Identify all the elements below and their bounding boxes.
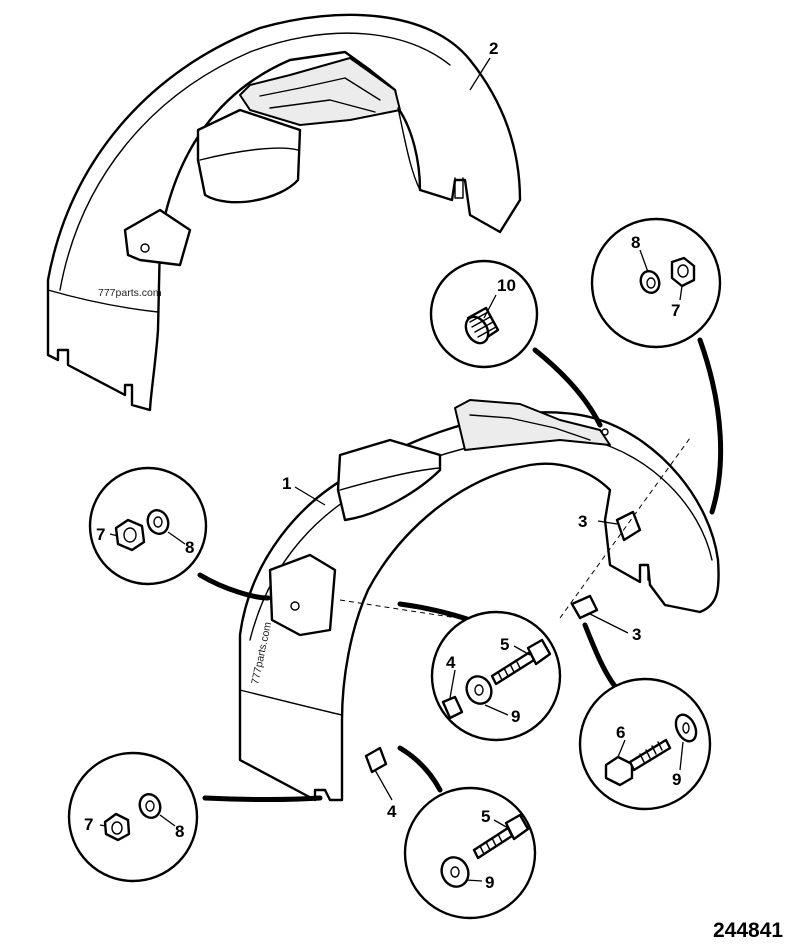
spacer-lower-left [364,746,388,774]
heavy-leader-right [582,622,621,693]
watermark-upper: 777parts.com [98,287,162,299]
heavy-leader-mid [397,601,473,623]
callout-2: 2 [489,39,498,58]
callout-10: 10 [497,276,516,295]
detail-circle-mid [430,610,562,742]
heavy-leader-bottom [397,745,443,793]
detail-circle-left [88,466,208,586]
leader-part-4-lower [374,769,393,801]
callout-7-top-right: 7 [671,301,680,320]
callout-4-mid: 4 [446,653,456,672]
spacer-right-lower [570,594,599,620]
heavy-leader-bottom-left [202,795,323,802]
callout-6-right: 6 [616,723,625,742]
mudguard-lower [238,399,720,802]
leader-part-3-lower [589,613,629,634]
leader-part-2 [469,57,491,91]
spacer-right-upper [615,510,642,542]
callout-5-mid: 5 [500,635,509,654]
callout-3-lower: 3 [632,625,641,644]
mudguard-upper [46,13,522,412]
detail-circle-insert [429,259,539,369]
drawing-number: 244841 [713,919,783,942]
callout-8-left: 8 [185,538,194,557]
callout-1: 1 [282,474,291,493]
callout-8-bottom-left: 8 [175,822,184,841]
callout-9-bottom: 9 [485,873,494,892]
heavy-leader-insert [532,347,603,428]
callout-9-mid: 9 [511,707,520,726]
heavy-leader-left [197,572,271,601]
callout-7-left: 7 [96,525,105,544]
detail-circle-top-right [590,217,722,349]
dashed-axis-mid [339,599,471,621]
detail-circle-bottom-left [67,751,199,883]
callout-9-right: 9 [672,770,681,789]
callout-7-bottom-left: 7 [84,815,93,834]
callout-5-bottom: 5 [481,807,490,826]
callout-4-lower: 4 [387,802,397,821]
dashed-axis-right [559,437,691,619]
callout-8-top-right: 8 [631,233,640,252]
leader-part-1 [294,486,326,506]
heavy-leader-top-right [697,337,724,515]
leader-part-3-upper [597,520,618,525]
detail-circle-bottom [403,786,537,920]
callout-3-upper: 3 [578,512,587,531]
detail-circle-right [578,677,712,811]
